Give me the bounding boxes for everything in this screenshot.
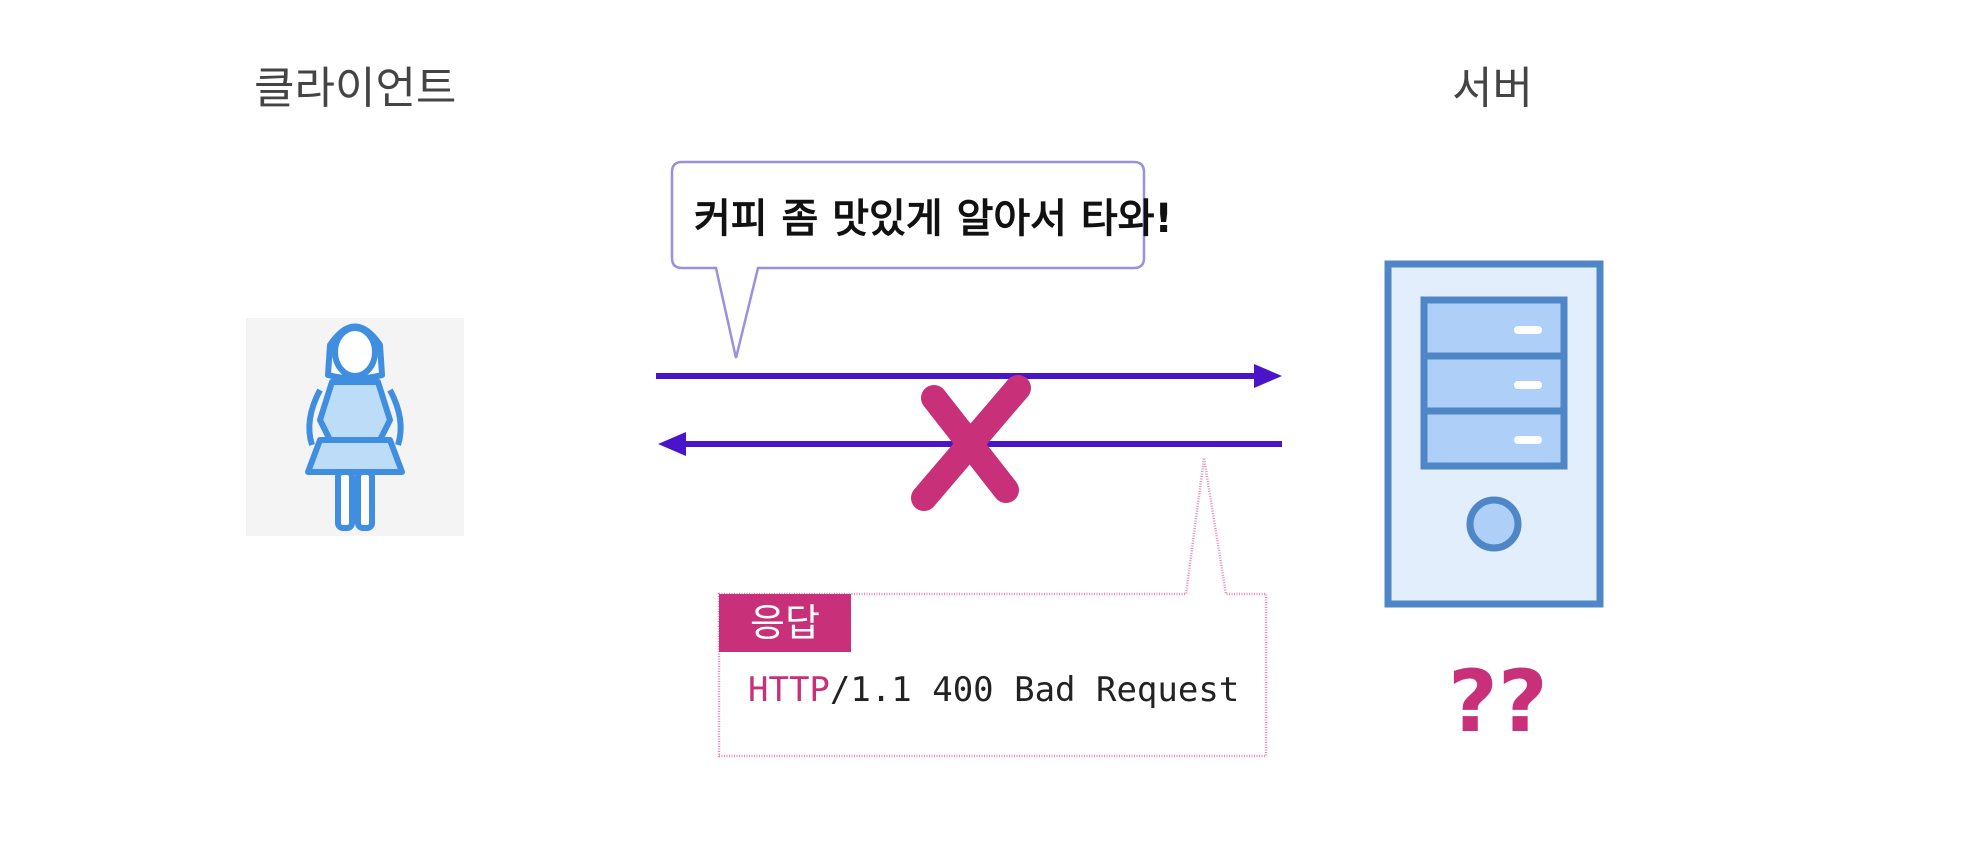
- x-mark-icon: [911, 375, 1031, 511]
- response-status-line: HTTP/1.1 400 Bad Request: [748, 670, 1239, 710]
- response-status: /1.1 400 Bad Request: [829, 670, 1240, 710]
- request-message: 커피 좀 맛있게 알아서 타와!: [694, 196, 1173, 242]
- response-protocol: HTTP: [748, 670, 830, 710]
- request-arrow: [656, 364, 1282, 388]
- response-tag: 응답: [719, 594, 851, 652]
- server-confused-mark: ??: [1448, 652, 1548, 752]
- server-tower-icon: [1384, 260, 1604, 608]
- person-icon: [246, 318, 464, 536]
- request-bubble: [670, 160, 1146, 359]
- server-label: 서버: [1452, 63, 1533, 114]
- client-label: 클라이언트: [254, 63, 457, 114]
- response-bubble: [717, 457, 1268, 758]
